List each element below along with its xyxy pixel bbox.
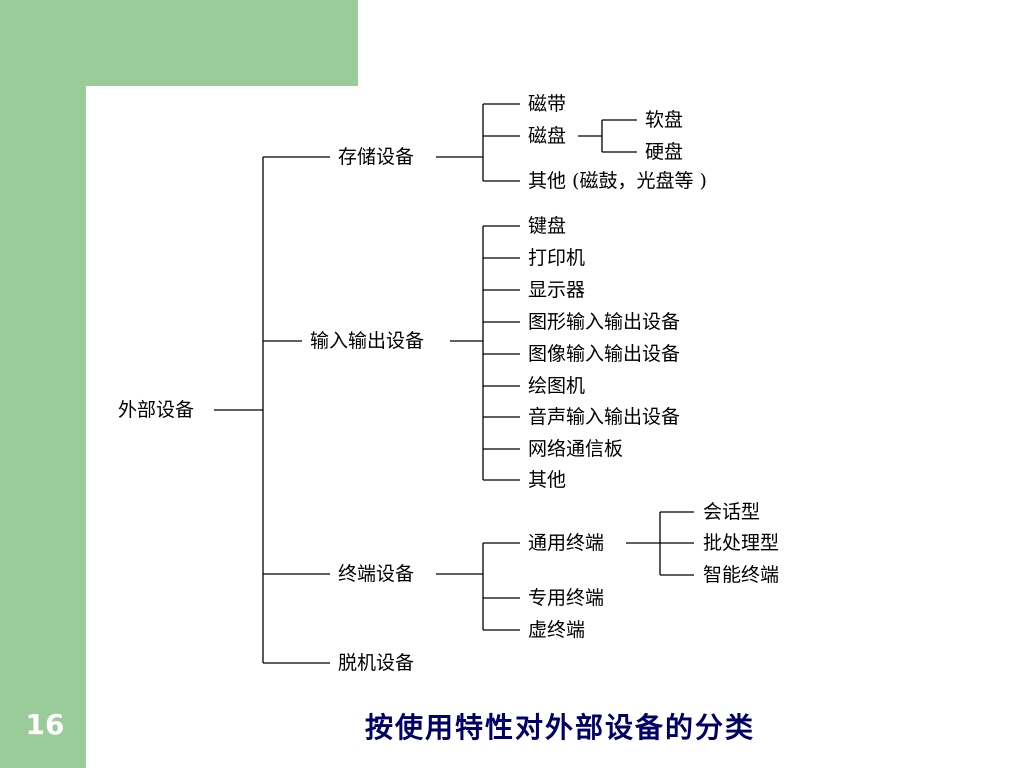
node-session-type: 会话型 xyxy=(703,501,761,523)
node-hard-disk: 硬盘 xyxy=(645,141,684,163)
slide-number: 16 xyxy=(25,708,65,741)
node-dedicated-terminal: 专用终端 xyxy=(528,587,605,609)
node-storage-devices: 存储设备 xyxy=(338,146,415,168)
node-tape: 磁带 xyxy=(528,93,567,115)
node-smart-terminal: 智能终端 xyxy=(703,564,780,586)
node-storage-other: 其他 (磁鼓，光盘等 ) xyxy=(528,170,707,192)
green-top-band xyxy=(0,0,358,86)
node-disk: 磁盘 xyxy=(528,125,567,147)
node-batch-type: 批处理型 xyxy=(703,532,780,554)
node-io-item: 网络通信板 xyxy=(528,438,624,460)
node-floppy-disk: 软盘 xyxy=(645,109,684,131)
slide-caption: 按使用特性对外部设备的分类 xyxy=(364,711,755,744)
node-io-item: 显示器 xyxy=(528,279,586,301)
node-io-item: 图像输入输出设备 xyxy=(528,343,681,365)
node-virtual-terminal: 虚终端 xyxy=(528,619,586,641)
node-io-item: 打印机 xyxy=(528,247,586,269)
node-io-item: 音声输入输出设备 xyxy=(528,406,681,428)
node-offline-devices: 脱机设备 xyxy=(338,652,415,674)
node-io-item: 图形输入输出设备 xyxy=(528,311,681,333)
node-io-devices: 输入输出设备 xyxy=(310,330,425,352)
green-left-band xyxy=(0,0,86,768)
node-io-item: 其他 xyxy=(528,469,567,491)
node-io-item: 键盘 xyxy=(528,215,567,237)
node-external-devices: 外部设备 xyxy=(118,399,195,421)
node-terminal-devices: 终端设备 xyxy=(338,563,415,585)
node-io-item: 绘图机 xyxy=(528,375,586,397)
content-panel xyxy=(86,86,1024,768)
node-general-terminal: 通用终端 xyxy=(528,532,605,554)
